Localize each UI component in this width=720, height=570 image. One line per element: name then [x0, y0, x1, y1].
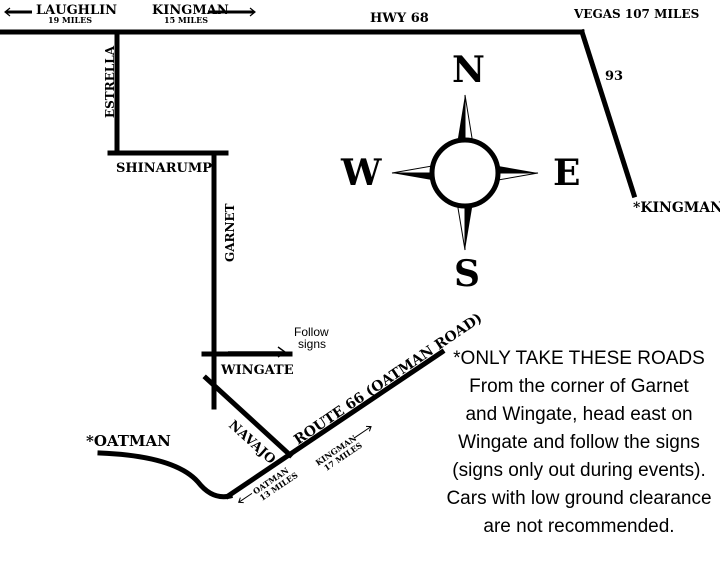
route-66-road: [224, 348, 446, 500]
oatman-r66-arrow-head: [238, 497, 244, 504]
kingman-r66-arrow: [354, 426, 372, 439]
vegas-label: VEGAS 107 MILES: [573, 7, 699, 21]
compass-rose: [391, 94, 539, 251]
directions-line: (signs only out during events).: [452, 460, 706, 481]
estrella-label: ESTRELLA: [103, 45, 117, 118]
oatman-label: *OATMAN: [86, 432, 171, 450]
hwy-93-road: [578, 28, 638, 199]
navajo-label: NAVAJO: [225, 418, 278, 468]
directions-line: are not recommended.: [483, 516, 675, 537]
laughlin-label: LAUGHLIN: [36, 3, 117, 18]
hwy-93-label: 93: [605, 69, 623, 84]
laughlin-miles: 19 MILES: [48, 15, 92, 25]
shinarump-label: SHINARUMP: [116, 161, 212, 176]
laughlin-arrow-head: [4, 7, 11, 17]
directions-note: *ONLY TAKE THESE ROADS From the corner o…: [440, 345, 718, 541]
compass-north-label: N: [452, 49, 485, 91]
kingman-top-miles: 15 MILES: [164, 15, 208, 25]
kingman-top-arrow-head: [249, 7, 256, 17]
signs-label: signs: [298, 337, 326, 351]
hwy-68-label: HWY 68: [370, 11, 429, 26]
compass-south-label: S: [454, 253, 480, 295]
wingate-label: WINGATE: [220, 363, 294, 378]
follow-signs-arrow-head: [277, 346, 287, 358]
oatman-r66-arrow: [238, 492, 253, 503]
kingman-r66-arrow-head: [366, 425, 372, 432]
directions-line: *ONLY TAKE THESE ROADS: [453, 348, 705, 369]
kingman-east-label: *KINGMAN: [633, 200, 720, 216]
directions-line: Wingate and follow the signs: [458, 432, 700, 453]
directions-line: and Wingate, head east on: [465, 404, 693, 425]
directions-line: From the corner of Garnet: [469, 376, 689, 397]
kingman-top-label: KINGMAN: [152, 3, 229, 18]
oatman-road-west: [97, 450, 233, 500]
navajo-road: [202, 374, 294, 459]
follow-label: Follow: [294, 325, 329, 339]
compass-ring: [429, 137, 501, 209]
directions-line: Cars with low ground clearance: [446, 488, 712, 509]
compass-west-label: W: [340, 152, 382, 194]
garnet-label: GARNET: [223, 203, 237, 262]
compass-east-label: E: [553, 152, 580, 194]
